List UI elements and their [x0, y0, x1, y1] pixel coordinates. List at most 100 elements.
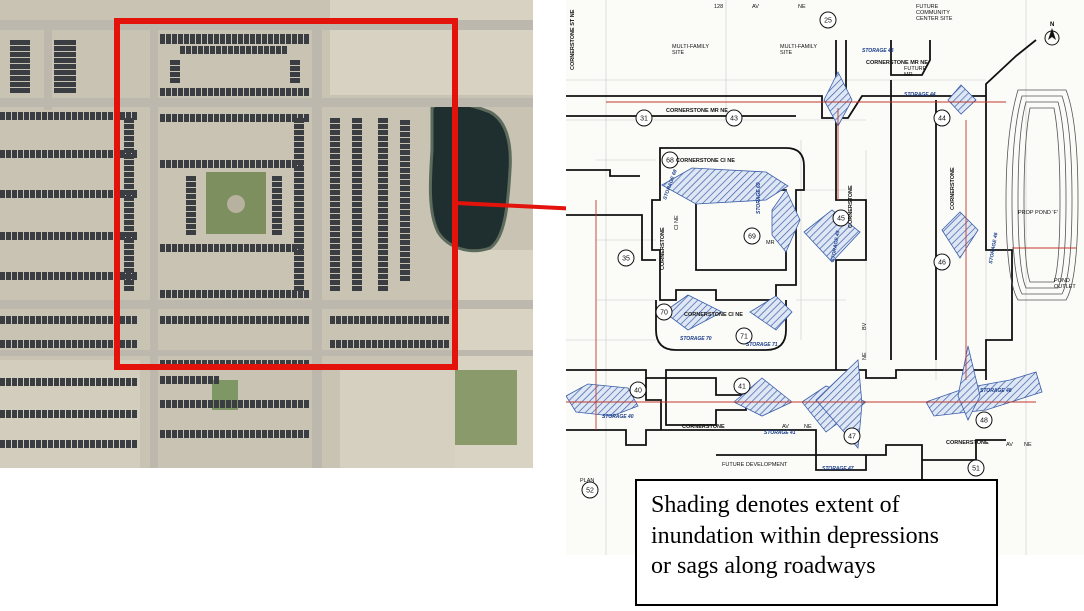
house-roof — [268, 244, 273, 252]
house-roof — [202, 244, 207, 252]
house-roof — [48, 150, 53, 158]
house-roof — [102, 272, 107, 280]
inundation-70 — [663, 294, 723, 331]
house-roof — [280, 88, 285, 96]
house-roof — [390, 316, 395, 324]
house-roof — [124, 208, 134, 213]
plan-label-line: 128 — [714, 4, 723, 10]
house-roof — [166, 400, 171, 408]
house-roof — [238, 244, 243, 252]
house-roof — [48, 316, 53, 324]
house-roof — [286, 114, 291, 122]
plan-label-cornerstone-mr: CORNERSTONE MR NE — [666, 108, 728, 114]
house-roof — [220, 160, 225, 168]
house-roof — [126, 150, 131, 158]
house-roof — [90, 272, 95, 280]
house-roof — [60, 190, 65, 198]
house-roof — [54, 82, 76, 87]
house-roof — [238, 114, 243, 122]
house-roof — [378, 178, 388, 183]
house-roof — [0, 410, 5, 418]
house-roof — [48, 272, 53, 280]
house-roof — [354, 316, 359, 324]
house-roof — [378, 256, 388, 261]
house-roof — [6, 316, 11, 324]
house-roof — [120, 112, 125, 120]
inundation-71 — [749, 295, 793, 331]
house-roof — [330, 148, 340, 153]
house-roof — [172, 400, 177, 408]
house-roof — [196, 160, 201, 168]
house-roof — [256, 244, 261, 252]
house-roof — [330, 256, 340, 261]
house-roof — [280, 400, 285, 408]
house-roof — [232, 290, 237, 298]
house-roof — [42, 232, 47, 240]
house-roof — [66, 190, 71, 198]
plan-label-line: NE — [804, 424, 812, 430]
house-roof — [160, 430, 165, 438]
house-roof — [196, 290, 201, 298]
house-roof — [290, 66, 300, 71]
north-arrow-label: N — [1050, 22, 1054, 28]
house-roof — [108, 340, 113, 348]
house-roof — [60, 272, 65, 280]
house-roof — [352, 178, 362, 183]
house-roof — [178, 244, 183, 252]
house-roof — [330, 196, 340, 201]
house-roof — [294, 244, 304, 249]
house-roof — [54, 64, 76, 69]
house-roof — [268, 34, 273, 44]
pond — [428, 101, 512, 253]
house-roof — [30, 150, 35, 158]
house-roof — [396, 316, 401, 324]
house-roof — [10, 46, 30, 51]
house-roof — [294, 202, 304, 207]
house-roof — [84, 190, 89, 198]
house-roof — [126, 232, 131, 240]
house-roof — [66, 272, 71, 280]
house-roof — [226, 114, 231, 122]
house-roof — [12, 440, 17, 448]
house-roof — [84, 410, 89, 418]
house-roof — [214, 430, 219, 438]
house-roof — [102, 340, 107, 348]
house-roof — [268, 400, 273, 408]
house-roof — [272, 224, 282, 229]
house-roof — [30, 112, 35, 120]
plan-label-line: POND — [1054, 278, 1070, 284]
storage-label-44: STORAGE 44 — [904, 92, 936, 98]
house-roof — [330, 220, 340, 225]
house-roof — [396, 340, 401, 348]
lot-circle-44 — [933, 109, 951, 127]
lot-number-47: 47 — [848, 434, 856, 441]
house-roof — [294, 286, 304, 291]
house-roof — [304, 88, 309, 96]
house-roof — [196, 244, 201, 252]
house-roof — [272, 182, 282, 187]
house-roof — [36, 440, 41, 448]
house-roof — [72, 378, 77, 386]
house-roof — [286, 316, 291, 324]
house-roof — [240, 46, 245, 54]
house-roof — [250, 290, 255, 298]
house-roof — [214, 376, 219, 384]
house-roof — [390, 340, 395, 348]
house-roof — [238, 88, 243, 96]
house-roof — [178, 290, 183, 298]
house-roof — [262, 88, 267, 96]
house-roof — [18, 378, 23, 386]
house-roof — [280, 316, 285, 324]
house-roof — [36, 190, 41, 198]
house-roof — [294, 148, 304, 153]
house-roof — [54, 58, 76, 63]
lot-number-40: 40 — [634, 388, 642, 395]
house-roof — [30, 440, 35, 448]
house-roof — [272, 200, 282, 205]
house-roof — [54, 190, 59, 198]
house-roof — [0, 272, 5, 280]
house-roof — [400, 246, 410, 251]
house-roof — [354, 340, 359, 348]
house-roof — [294, 172, 304, 177]
